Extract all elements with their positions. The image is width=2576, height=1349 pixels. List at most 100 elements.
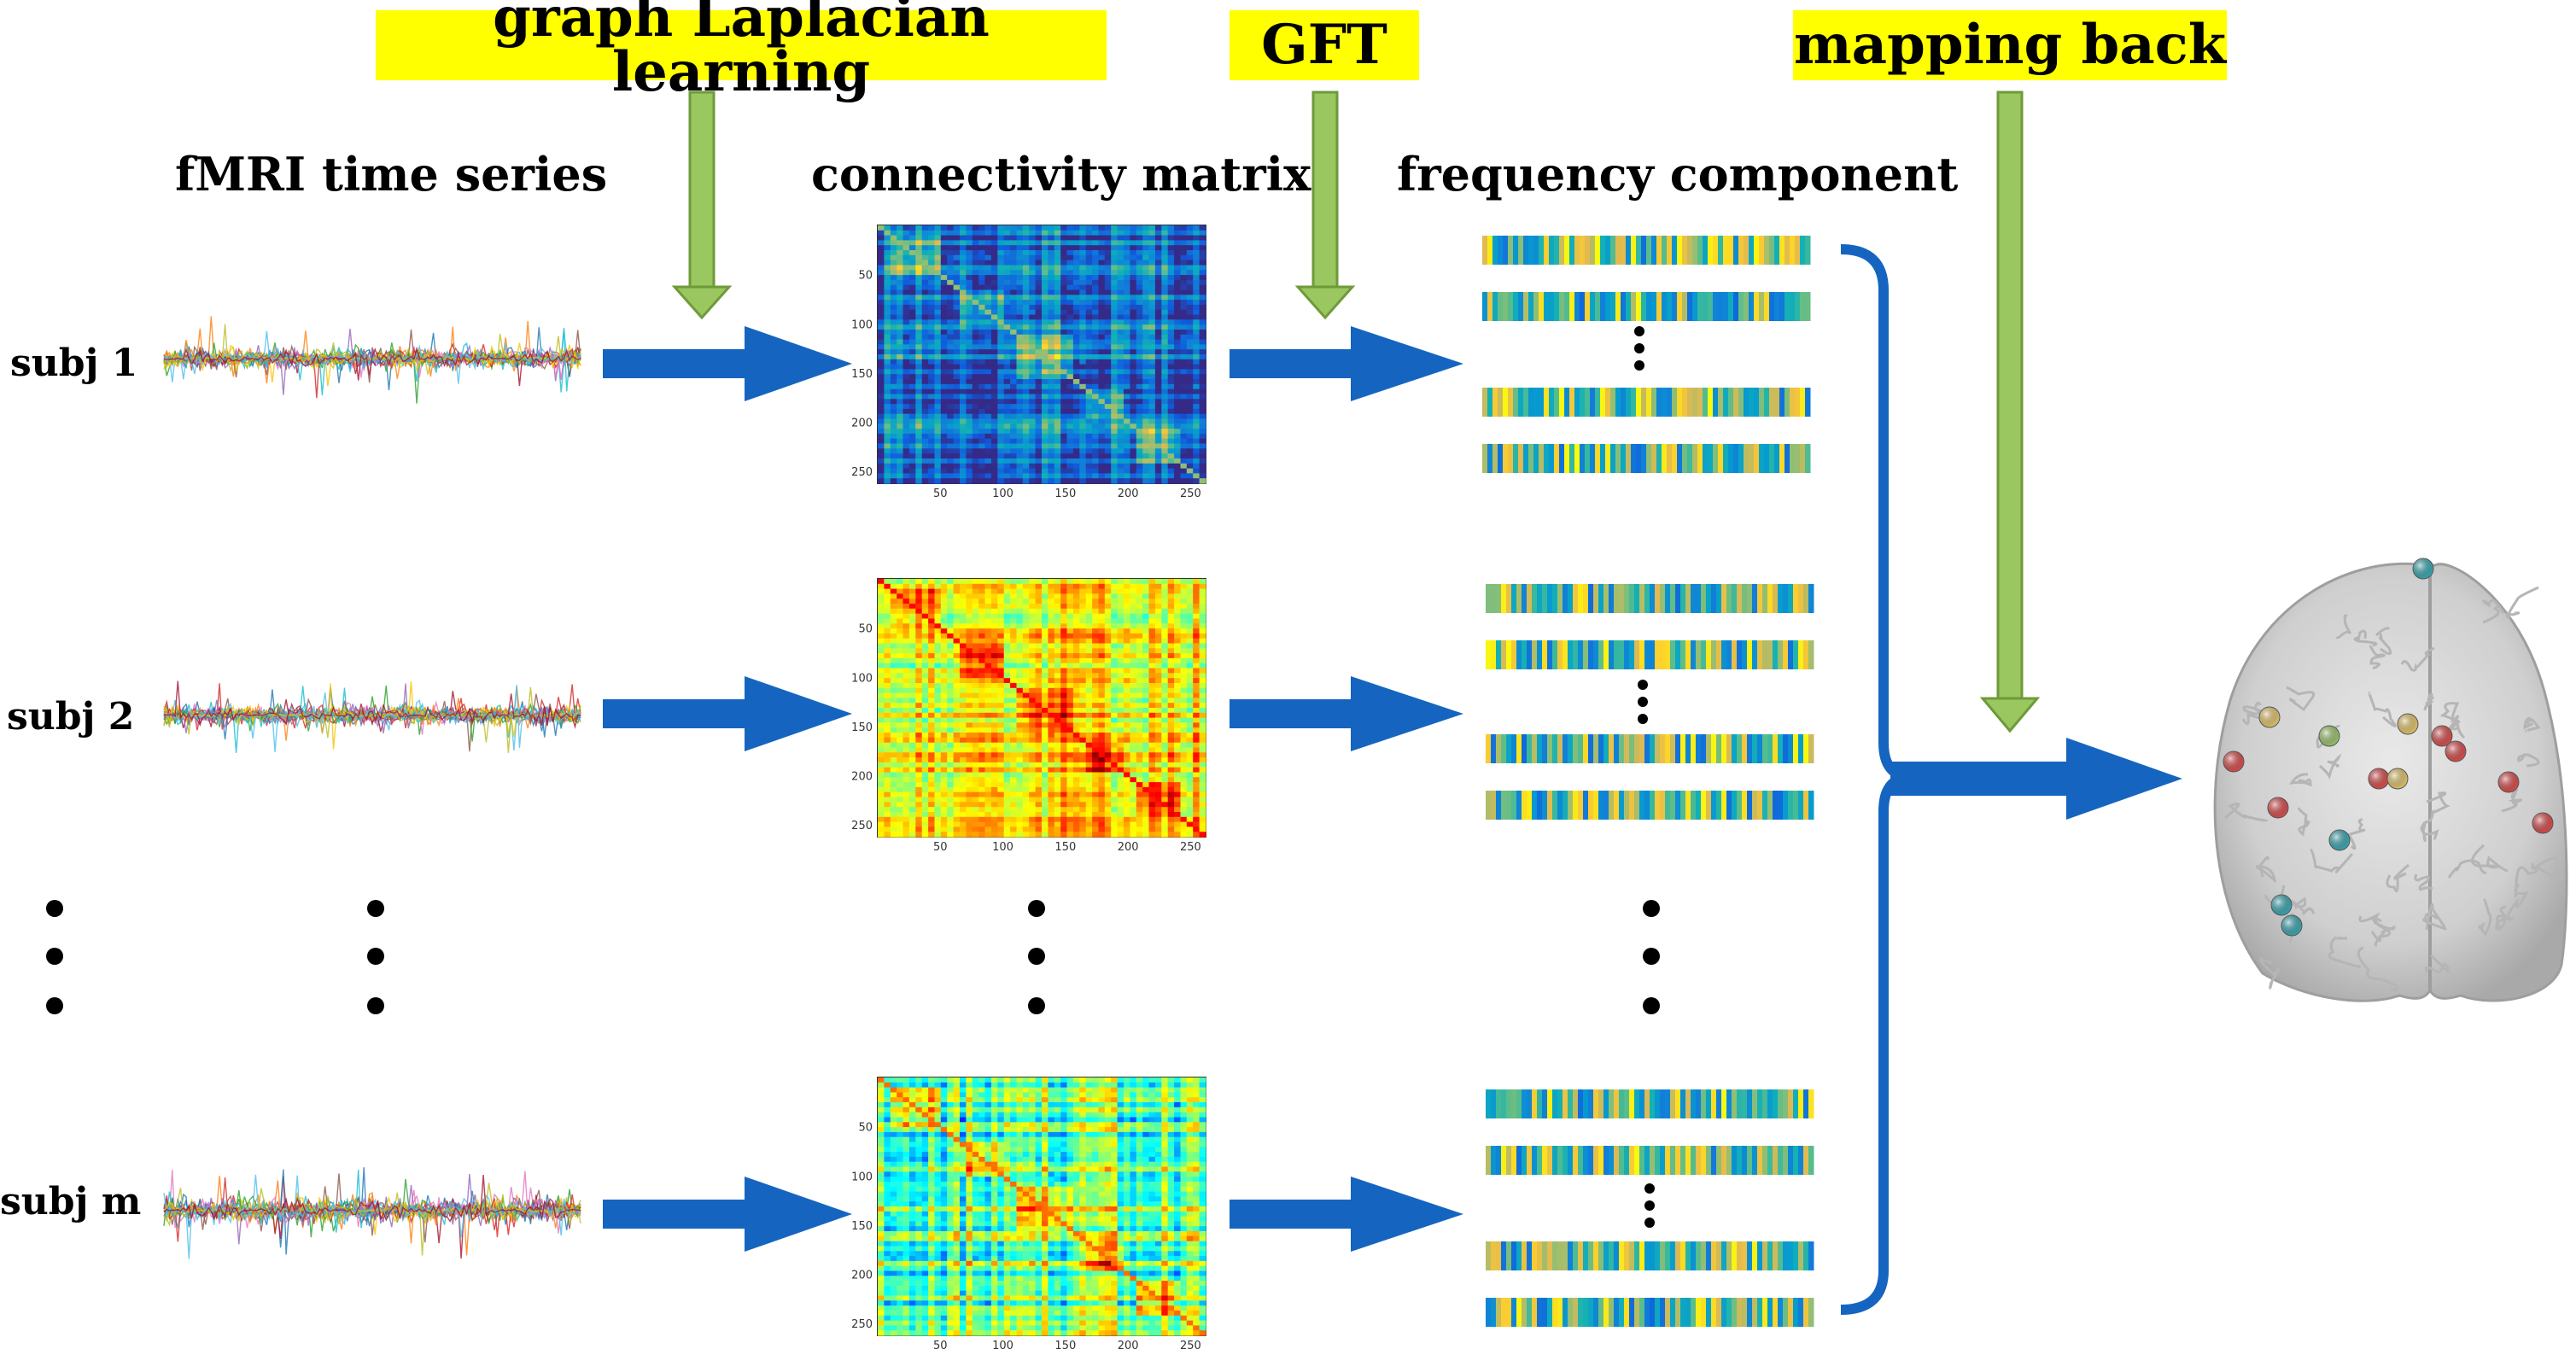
matrix-cell: [1111, 240, 1119, 246]
matrix-cell: [1186, 712, 1194, 719]
matrix-cell: [1016, 593, 1024, 599]
matrix-cell: [1199, 225, 1206, 231]
matrix-cell: [1022, 423, 1030, 429]
matrix-cell: [1010, 623, 1018, 629]
matrix-cell: [1124, 733, 1130, 739]
matrix-cell: [1092, 330, 1100, 336]
matrix-cell: [960, 379, 967, 385]
matrix-cell: [902, 379, 910, 385]
matrix-cell: [1079, 448, 1087, 454]
matrix-cell: [1104, 712, 1112, 719]
matrix-cell: [1085, 762, 1093, 768]
matrix-cell: [966, 593, 973, 599]
matrix-cell: [1111, 648, 1119, 654]
matrix-cell: [1180, 369, 1188, 375]
matrix-cell: [921, 399, 929, 405]
matrix-cell: [897, 653, 904, 659]
matrix-cell: [884, 673, 891, 679]
matrix-cell: [997, 608, 1005, 615]
matrix-cell: [884, 613, 891, 620]
matrix-cell: [1060, 245, 1068, 251]
matrix-cell: [897, 579, 904, 585]
matrix-cell: [921, 344, 929, 350]
matrix-cell: [1010, 613, 1018, 620]
matrix-cell: [1124, 599, 1130, 604]
matrix-cell: [1066, 683, 1074, 689]
matrix-cell: [984, 433, 992, 440]
matrix-cell: [940, 747, 948, 753]
matrix-cell: [1136, 349, 1143, 355]
matrix-cell: [947, 300, 955, 306]
matrix-cell: [1029, 448, 1037, 454]
matrix-cell: [934, 383, 942, 390]
matrix-cell: [1010, 703, 1018, 709]
matrix-cell: [878, 604, 885, 610]
matrix-cell: [1117, 279, 1124, 286]
matrix-cell: [1117, 633, 1124, 639]
matrix-cell: [1174, 648, 1182, 654]
matrix-cell: [1079, 309, 1087, 316]
matrix-cell: [908, 260, 916, 266]
matrix-cell: [1148, 678, 1156, 684]
matrix-cell: [1072, 250, 1080, 256]
matrix-cell: [1060, 270, 1068, 276]
matrix-cell: [1060, 703, 1068, 709]
matrix-cell: [1180, 413, 1188, 420]
matrix-cell: [966, 418, 973, 424]
matrix-cell: [1029, 359, 1037, 365]
matrix-cell: [884, 339, 891, 345]
matrix-cell: [1167, 334, 1175, 341]
matrix-cell: [897, 698, 904, 704]
matrix-cell: [990, 254, 998, 261]
matrix-cell: [1180, 275, 1188, 281]
matrix-cell: [966, 279, 973, 286]
matrix-cell: [1199, 260, 1206, 266]
matrix-cell: [1174, 408, 1182, 415]
matrix-cell: [1048, 463, 1055, 470]
matrix-cell: [966, 698, 973, 704]
matrix-cell: [1079, 250, 1087, 256]
matrix-cell: [1130, 289, 1137, 295]
matrix-cell: [884, 330, 891, 336]
matrix-cell: [1060, 354, 1068, 360]
matrix-cell: [990, 413, 998, 420]
matrix-cell: [897, 668, 904, 674]
matrix-cell: [1148, 588, 1156, 594]
matrix-cell: [1186, 463, 1194, 470]
matrix-cell: [902, 245, 910, 251]
matrix-cell: [1072, 300, 1080, 306]
matrix-cell: [921, 643, 929, 649]
matrix-cell: [984, 628, 992, 634]
matrix-cell: [1154, 742, 1162, 749]
matrix-cell: [1079, 245, 1087, 251]
matrix-cell: [1066, 429, 1074, 435]
matrix-cell: [1072, 643, 1080, 649]
matrix-cell: [928, 230, 936, 237]
matrix-cell: [1029, 772, 1037, 778]
matrix-cell: [1136, 339, 1143, 345]
matrix-cell: [1111, 265, 1119, 271]
matrix-cell: [928, 473, 936, 479]
matrix-cell: [1092, 364, 1100, 370]
matrix-cell: [1092, 757, 1100, 763]
matrix-cell: [1161, 717, 1169, 723]
matrix-cell: [897, 225, 904, 231]
matrix-cell: [1042, 762, 1049, 768]
matrix-cell: [960, 260, 967, 266]
matrix-cell: [1136, 673, 1143, 679]
matrix-cell: [1092, 225, 1100, 231]
matrix-cell: [1054, 438, 1061, 445]
matrix-cell: [984, 588, 992, 594]
matrix-cell: [1104, 663, 1112, 669]
matrix-cell: [966, 468, 973, 474]
matrix-cell: [1079, 408, 1087, 415]
matrix-cell: [997, 683, 1005, 689]
matrix-cell: [1060, 334, 1068, 341]
matrix-cell: [1142, 722, 1150, 728]
matrix-cell: [947, 772, 955, 778]
matrix-cell: [1098, 443, 1106, 449]
matrix-cell: [1161, 762, 1169, 768]
matrix-cell: [1136, 628, 1143, 634]
matrix-cell: [1117, 364, 1124, 370]
matrix-cell: [1010, 304, 1018, 311]
